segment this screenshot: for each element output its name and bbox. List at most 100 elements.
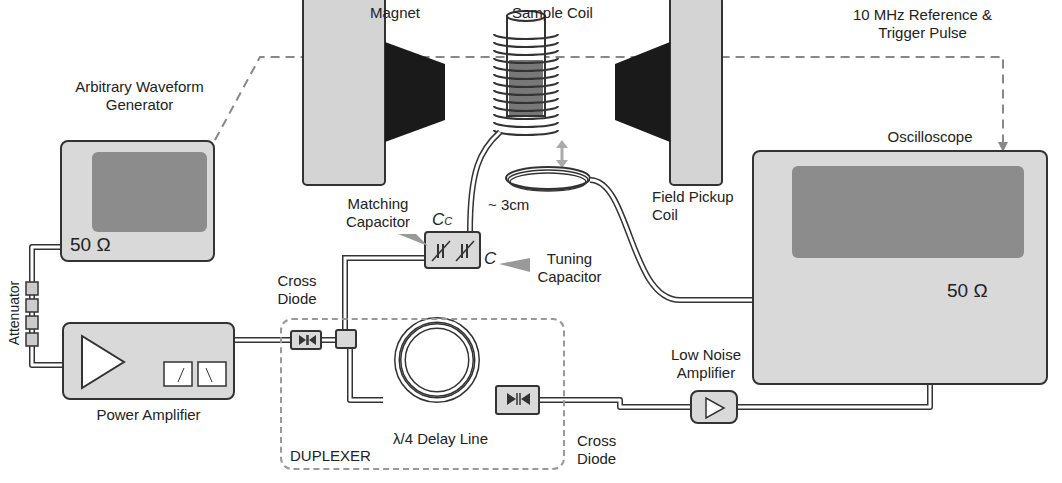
node-title: Cross Diode [577,432,632,468]
drawing-stroke [456,241,474,261]
component-symbol: C [484,250,496,268]
drawing-stroke [494,74,558,79]
node-title: DUPLEXER [290,447,371,465]
drawing-stroke [307,335,309,345]
drawing-stroke [442,244,444,258]
drawing-stroke [792,166,1024,258]
instrument-box: Power Amplifier [62,322,235,400]
drawing-stroke [494,98,558,103]
symbol [64,324,233,398]
drawing-stroke [206,368,212,382]
instrument-box: Oscilloscope50 Ω [752,150,1048,385]
symbol [292,332,320,348]
drawing-stroke [521,393,530,405]
drawing-stroke [507,16,545,116]
symbol [754,152,1046,383]
drawing-stroke [198,362,226,386]
node-title: Oscilloscope [874,128,986,146]
drawing-stroke [738,385,930,407]
drawing-stroke [26,333,38,346]
coax-cable [738,385,930,407]
drawing-stroke [82,336,124,388]
drawing-stroke [670,0,722,185]
node-text: 50 Ω [947,280,988,302]
drawing-stroke [706,398,724,418]
node-text: 50 Ω [70,234,111,256]
drawing-stroke [303,0,385,185]
drawing-stroke [470,132,500,232]
callout-label: Matching Capacitor [338,195,418,231]
drawing-stroke [494,34,558,39]
drawing-stroke [398,234,428,246]
drawing-stroke [397,320,477,400]
cross-diode: Cross Diode [495,385,540,415]
drawing-stroke [494,114,558,119]
drawing-stroke [494,66,558,71]
amplifier-box: Low Noise Amplifier [690,390,738,424]
part-label: Attenuator [5,277,23,349]
drawing-stroke [26,282,38,295]
drawing-stroke [470,132,500,232]
drawing-stroke [26,316,38,329]
drawing-stroke [590,180,752,300]
drawing-stroke [556,140,568,148]
drawing-stroke [385,42,445,142]
drawing-stroke [494,58,558,63]
node-title: Low Noise Amplifier [656,346,756,382]
drawing-stroke [26,299,38,312]
drawing-stroke [494,90,558,95]
drawing-stroke [738,385,930,407]
node-title: Power Amplifier [64,406,233,424]
dimension: ~ 3cm [488,196,529,214]
drawing-stroke [494,34,558,135]
drawing-stroke [561,146,564,162]
drawing-stroke [540,400,690,407]
node-title: λ/4 Delay Line [383,430,498,448]
delay-line: λ/4 Delay Line [383,318,498,448]
symbol [692,392,736,422]
drawing-stroke [516,393,518,405]
magnet-label: Magnet [370,4,420,22]
drawing-stroke [425,232,480,268]
drawing-stroke [466,244,468,258]
node-title: Arbitrary Waveform Generator [52,78,227,114]
drawing-stroke [309,335,316,345]
callout-label: Tuning Capacitor [532,250,607,286]
coax-cable [540,400,690,407]
drawing-stroke [508,170,588,190]
drawing-stroke [92,152,207,232]
instrument-box: Arbitrary Waveform Generator50 Ω [60,140,215,262]
drawing-stroke [299,335,306,345]
drawing-stroke [164,362,192,386]
drawing-stroke [494,106,558,111]
symbol [497,387,538,413]
drawing-stroke [494,42,558,47]
drawing-stroke [178,368,184,382]
drawing-stroke [494,82,558,87]
drawing-stroke [494,122,558,127]
cross-diode: Cross Diode [290,330,322,350]
edge-label: 10 MHz Reference & Trigger Pulse [850,6,995,42]
drawing-stroke [397,320,477,400]
duplexer-group: DUPLEXER Cross Diode λ/4 Delay Line Cross D… [280,318,565,470]
drawing-stroke [499,258,530,272]
drawing-stroke [615,42,670,142]
coil-label: Field Pickup Coil [652,188,747,224]
drawing-stroke [336,330,356,348]
node-title: Cross Diode [266,272,328,308]
drawing-stroke [432,241,450,261]
drawing-stroke [507,393,516,405]
drawing-stroke [494,130,558,135]
drawing-stroke [306,335,308,345]
component-symbol: CC [432,210,452,231]
drawing-stroke [506,167,590,189]
drawing-stroke [519,393,521,405]
drawing-stroke [403,326,471,394]
drawing-stroke [510,173,586,191]
drawing-stroke [540,400,690,407]
coil-label: Sample Coil [512,4,593,22]
drawing-stroke [590,180,752,300]
drawing-stroke [494,50,558,55]
drawing-stroke [403,326,471,394]
